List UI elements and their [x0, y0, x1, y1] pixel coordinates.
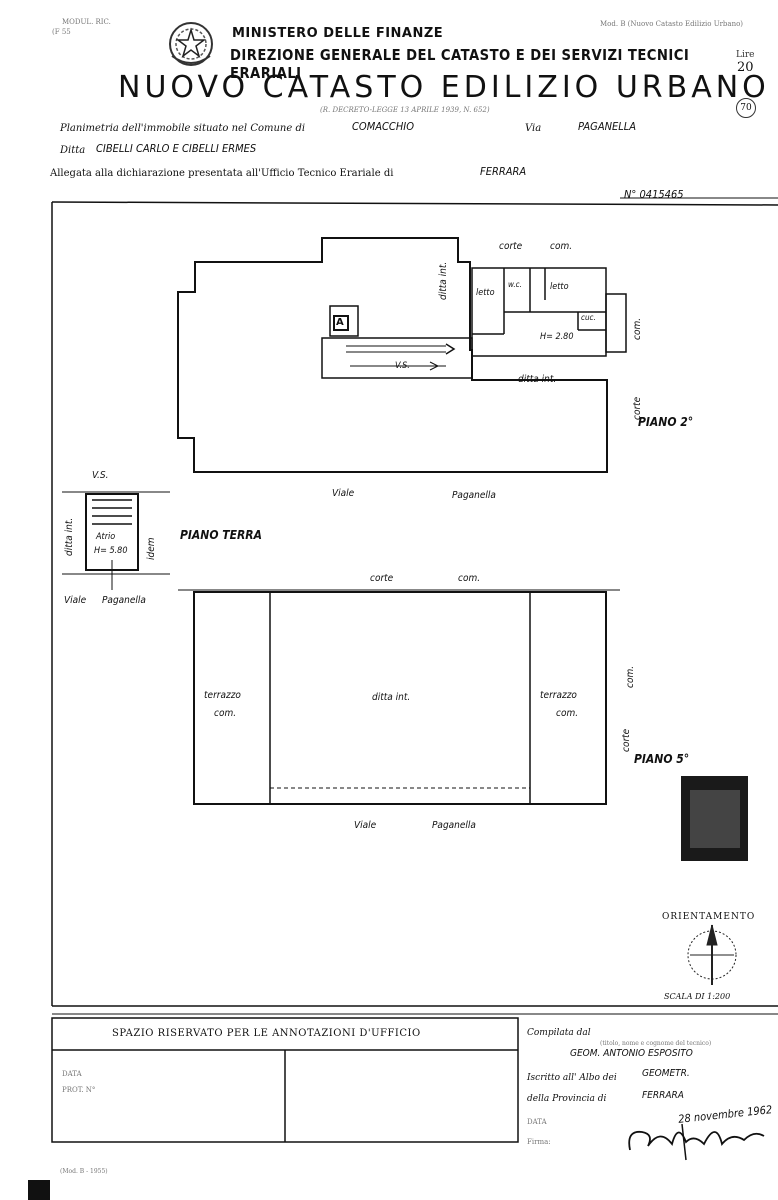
pt-paganella: Paganella	[102, 595, 146, 606]
p2-paganella: Paganella	[452, 490, 496, 501]
via-value: PAGANELLA	[578, 120, 637, 133]
allegata-label: Allegata alla dichiarazione presentata a…	[50, 168, 394, 179]
bottom-code: (Mod. B - 1955)	[60, 1168, 108, 1175]
compilato-hint: (titolo, nome e cognome del tecnico)	[600, 1040, 712, 1047]
p2-cuc: cuc.	[581, 313, 596, 322]
lire-label: Lire	[736, 50, 755, 60]
pt-vs: V.S.	[92, 470, 109, 481]
office-data-label: DATA	[62, 1070, 82, 1078]
p5-terrazzo-left: terrazzo	[204, 690, 241, 701]
p5-com-right: com.	[625, 665, 636, 688]
piano2-label: PIANO 2°	[638, 415, 694, 429]
ditta-value: CIBELLI CARLO E CIBELLI ERMES	[96, 142, 257, 155]
planimetry-label: Planimetria dell'immobile situato nel Co…	[60, 123, 306, 134]
decree-ref: (R. DECRETO-LEGGE 13 APRILE 1939, N. 652…	[320, 106, 490, 114]
p5-corte-right: corte	[621, 728, 632, 752]
pt-height: H= 5.80	[94, 546, 128, 556]
model-sub: (F 55	[52, 28, 71, 36]
pt-idem: idem	[146, 537, 157, 560]
piano2-outline	[177, 237, 608, 473]
iscritto-label: Iscritto all' Albo dei	[527, 1073, 617, 1083]
data2-label: DATA	[527, 1118, 547, 1126]
p2-ditta-int-vertical: ditta int.	[438, 261, 449, 300]
p5-terrazzo-right-com: com.	[556, 708, 579, 719]
p5-com: com.	[458, 573, 481, 584]
ditta-label: Ditta	[60, 145, 86, 156]
p5-corte: corte	[370, 573, 394, 584]
albo-value: GEOMETR.	[642, 1068, 690, 1079]
lire-value: 20	[737, 60, 754, 75]
p5-viale: Viale	[354, 820, 377, 831]
p2-vs: V.S.	[395, 361, 410, 371]
scale-label: SCALA DI 1:200	[664, 992, 731, 1001]
p5-ditta-int: ditta int.	[372, 692, 411, 703]
p2-letto-1: letto	[476, 288, 495, 298]
direction-title: DIREZIONE GENERALE DEL CATASTO E DEI SER…	[230, 46, 690, 82]
p2-ditta-int: ditta int.	[518, 374, 557, 385]
p2-viale: Viale	[332, 488, 355, 499]
top-right-code: Mod. B (Nuovo Catasto Edilizio Urbano)	[600, 20, 744, 28]
compilato-label: Compilata dal	[527, 1028, 591, 1038]
p2-wc: w.c.	[508, 280, 522, 289]
pt-ditta-int: ditta int.	[64, 517, 75, 556]
p5-terrazzo-right: terrazzo	[540, 690, 577, 701]
p5-terrazzo-left-com: com.	[214, 708, 237, 719]
orientamento-label: ORIENTAMENTO	[662, 912, 756, 922]
p5-paganella: Paganella	[432, 820, 476, 831]
provincia-label: della Provincia di	[527, 1094, 607, 1104]
piano5-label: PIANO 5°	[634, 752, 690, 766]
p2-com-top: com.	[550, 241, 573, 252]
office-prot-label: PROT. N°	[62, 1086, 96, 1094]
comune-value: COMACCHIO	[352, 120, 414, 133]
p2-com-right: com.	[632, 317, 643, 340]
piano5-outline	[193, 591, 607, 805]
frame-top-line	[51, 201, 778, 206]
pt-atrio: Atrio	[96, 532, 116, 542]
via-label: Via	[525, 123, 542, 134]
model-code: MODUL. RIC.	[62, 18, 111, 26]
page-title: NUOVO CATASTO EDILIZIO URBANO	[118, 70, 770, 105]
pt-viale: Viale	[64, 595, 87, 606]
office-reserved-title: SPAZIO RISERVATO PER LE ANNOTAZIONI D'UF…	[112, 1028, 421, 1039]
signature-image	[628, 1123, 765, 1161]
p2-height: H= 2.80	[540, 332, 574, 342]
republic-emblem-icon	[169, 22, 213, 66]
stamp-number: 70	[736, 98, 756, 118]
stair-tag-a: A	[336, 317, 344, 328]
provincia-value: FERRARA	[642, 1090, 684, 1101]
page-corner-mark	[28, 1180, 50, 1200]
ministry-title: MINISTERO DELLE FINANZE	[232, 26, 444, 41]
piano-terra-label: PIANO TERRA	[180, 528, 262, 542]
p2-letto-2: letto	[550, 282, 569, 292]
firma-label: Firma:	[527, 1138, 551, 1146]
tecnico-name: GEOM. ANTONIO ESPOSITO	[570, 1048, 693, 1059]
compass-icon	[687, 924, 737, 985]
ufficio-value: FERRARA	[480, 165, 527, 178]
p2-corte-top: corte	[499, 241, 523, 252]
